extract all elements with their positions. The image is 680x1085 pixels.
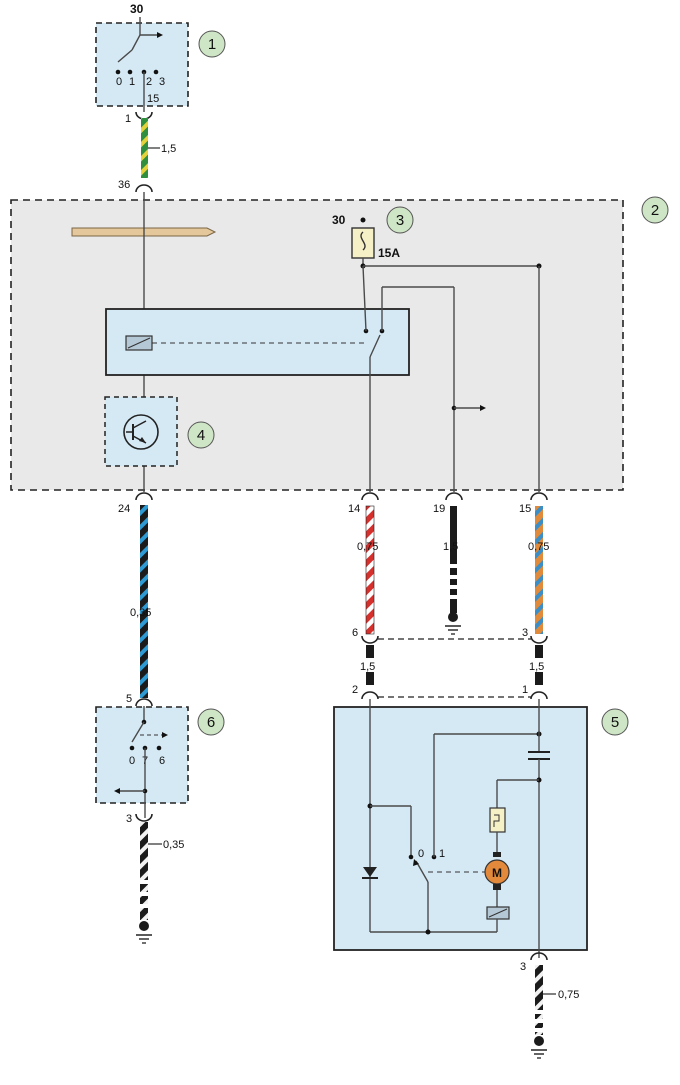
wire-label-1-5: 1,5 <box>161 143 176 155</box>
ignition-pos-2: 2 <box>146 76 152 88</box>
svg-text:6: 6 <box>207 714 215 731</box>
ground-symbol <box>445 612 461 635</box>
pin-label-15: 15 <box>519 503 531 515</box>
svg-text:5: 5 <box>611 714 619 731</box>
pin-label-3-a: 3 <box>522 627 528 639</box>
pin-label-19: 19 <box>433 503 445 515</box>
callout-2: 2 <box>641 196 669 224</box>
ignition-pos-1: 1 <box>129 76 135 88</box>
svg-text:1: 1 <box>208 36 216 53</box>
connector-pin-1-b <box>530 691 548 700</box>
connector-pin-19 <box>445 492 463 501</box>
pin-label-36: 36 <box>118 179 130 191</box>
relay-module <box>105 308 410 376</box>
pin-label-1: 1 <box>125 113 131 125</box>
connector-pin-1 <box>135 111 153 120</box>
switch6-pos-6: 6 <box>159 755 165 767</box>
ground-symbol-b <box>531 1036 547 1059</box>
connector-pin-3-c <box>530 952 548 961</box>
pin-label-1-b: 1 <box>522 684 528 696</box>
callout-4: 4 <box>187 421 215 449</box>
wire-label-1-5-b: 1,5 <box>443 541 458 553</box>
svg-text:2: 2 <box>651 202 659 219</box>
pin-label-14: 14 <box>348 503 360 515</box>
svg-text:3: 3 <box>396 212 404 229</box>
ignition-switch: 30 0 1 2 3 15 <box>95 2 189 112</box>
pin-label-24: 24 <box>118 503 130 515</box>
connector-pin-24 <box>135 492 153 501</box>
motor-m: M <box>484 859 510 885</box>
pin-label-3-c: 3 <box>520 961 526 973</box>
wire-label-1-5-d: 1,5 <box>529 661 544 673</box>
connector-pin-14 <box>361 492 379 501</box>
ignition-pos-0: 0 <box>116 76 122 88</box>
transistor-module <box>104 396 178 467</box>
svg-text:M: M <box>492 866 502 880</box>
callout-3: 3 <box>386 206 414 234</box>
wire-green-yellow <box>141 118 148 178</box>
connector-pin-5 <box>135 698 153 707</box>
ground-symbol-c <box>136 921 152 944</box>
switch5-pos-1: 1 <box>439 848 445 860</box>
diode <box>362 867 378 879</box>
wire-label-0-75-b: 0,75 <box>528 541 549 553</box>
pin-label-2: 2 <box>352 684 358 696</box>
wire-black-white <box>140 822 148 920</box>
ignition-terminal-30: 30 <box>130 2 144 16</box>
wire-red-white <box>365 505 375 635</box>
wire-label-1-5-c: 1,5 <box>360 661 375 673</box>
connector-pin-2 <box>361 691 379 700</box>
wire-orange-blue <box>535 506 543 634</box>
wire-black-ground <box>450 506 457 564</box>
fuse-rating: 15A <box>378 246 400 260</box>
wire-label-0-75-c: 0,75 <box>558 989 579 1001</box>
wiper-motor-module <box>333 706 588 951</box>
wire-black-blue <box>140 505 148 698</box>
switch6-pos-0: 0 <box>129 755 135 767</box>
connector-pin-3 <box>530 635 548 644</box>
pin-label-6: 6 <box>352 627 358 639</box>
wire-label-0-35-b: 0,35 <box>163 839 184 851</box>
svg-text:4: 4 <box>197 427 205 444</box>
thermal-breaker <box>489 807 506 833</box>
wire-label-0-35: 0,35 <box>130 607 151 619</box>
ignition-pos-3: 3 <box>159 76 165 88</box>
pin-label-5: 5 <box>126 693 132 705</box>
connector-pin-3-b <box>135 813 153 822</box>
callout-6: 6 <box>197 708 225 736</box>
ignition-terminal-15: 15 <box>147 93 159 105</box>
callout-1: 1 <box>198 30 226 58</box>
connector-pin-36 <box>135 184 153 193</box>
connector-pin-6 <box>361 635 379 644</box>
pin-label-3-b: 3 <box>126 813 132 825</box>
connector-pin-15 <box>530 492 548 501</box>
wire-black-white-b <box>535 965 543 1035</box>
wire-label-0-75-a: 0,75 <box>357 541 378 553</box>
switch5-pos-0: 0 <box>418 848 424 860</box>
fuse-15a: 30 15A <box>332 213 400 260</box>
callout-5: 5 <box>601 708 629 736</box>
wiper-switch: 0 7 6 <box>95 706 189 818</box>
fuse-terminal-30: 30 <box>332 213 346 227</box>
